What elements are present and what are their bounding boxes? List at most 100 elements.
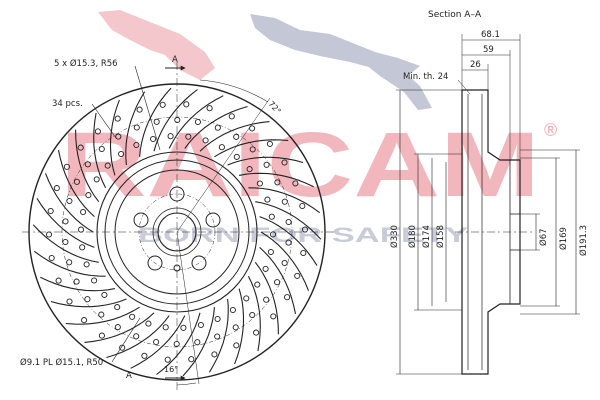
- dim-label-min-th: Min. th. 24: [403, 72, 448, 82]
- cooling-slot: [32, 224, 99, 263]
- drilled-hole: [180, 324, 187, 331]
- label-bolt-holes: 5 x Ø15.3, R56: [54, 58, 118, 69]
- bolt-hole: [147, 255, 163, 271]
- drilled-hole: [292, 180, 299, 187]
- drilled-hole: [228, 113, 235, 120]
- drilled-hole: [47, 207, 54, 215]
- section-arrow-top: [180, 65, 186, 71]
- drilled-hole: [194, 118, 201, 126]
- drilled-hole: [162, 324, 169, 331]
- drilled-hole: [299, 202, 306, 210]
- drilled-hole: [246, 166, 253, 173]
- cooling-slot: [259, 246, 297, 315]
- drilled-hole: [98, 145, 105, 153]
- drilled-hole: [159, 101, 166, 108]
- drilled-hole: [214, 333, 221, 340]
- drilled-hole: [249, 146, 256, 153]
- drilled-hole: [206, 105, 213, 112]
- cooling-slot: [130, 315, 186, 369]
- drilled-hole: [285, 239, 292, 246]
- drilled-hole: [185, 133, 192, 140]
- cooling-slot: [50, 298, 127, 308]
- drilled-hole: [233, 133, 240, 140]
- drilled-hole: [281, 159, 288, 166]
- drilled-hole: [218, 144, 225, 151]
- cooling-slot: [75, 129, 100, 203]
- drilled-hole: [256, 180, 263, 187]
- watermark-animal-gray: [250, 14, 420, 74]
- drilled-hole: [232, 324, 239, 331]
- drilled-hole: [73, 178, 80, 185]
- drilled-hole: [101, 291, 108, 298]
- angle-72-arc: [199, 79, 269, 103]
- drilled-hole: [173, 340, 180, 348]
- drilled-hole: [266, 140, 273, 147]
- leader-hole-spec: [111, 317, 141, 363]
- angle-16-ray: [176, 231, 200, 385]
- drilled-hole: [62, 218, 69, 225]
- drilled-hole: [294, 272, 301, 279]
- drilled-hole: [80, 208, 87, 216]
- cooling-slots: [32, 87, 322, 377]
- dim-label-59: 59: [483, 45, 494, 55]
- drilled-hole: [133, 333, 140, 340]
- bolt-hole: [191, 255, 207, 271]
- drilled-hole: [229, 306, 236, 314]
- section-view: [396, 34, 580, 375]
- drilled-hole: [53, 185, 60, 192]
- dim-label-180: Ø180: [407, 225, 418, 248]
- label-hole-spec: Ø9.1 PL Ø15.1, R50: [20, 357, 103, 368]
- drilled-hole: [264, 196, 271, 203]
- watermark-animal-gray-leg: [360, 60, 432, 110]
- drilled-hole: [267, 248, 274, 256]
- cooling-slot: [36, 198, 95, 248]
- drilled-hole: [270, 313, 277, 320]
- cooling-slot: [247, 275, 261, 352]
- cooling-slot: [254, 261, 279, 335]
- drilled-hole: [114, 324, 121, 331]
- drilled-hole: [167, 133, 174, 140]
- front-view: [22, 62, 334, 392]
- drilled-hole: [164, 356, 171, 363]
- drilled-hole: [45, 231, 53, 238]
- drilled-hole: [285, 218, 292, 226]
- drilled-hole: [183, 101, 190, 108]
- drilled-hole: [129, 313, 136, 320]
- drilled-hole: [77, 144, 84, 151]
- drilled-hole: [174, 116, 181, 124]
- drilled-holes: [45, 101, 309, 363]
- label-angle-bottom: 16°: [164, 365, 178, 374]
- cooling-slot: [153, 89, 198, 152]
- leader-bolt-holes: [134, 65, 161, 151]
- drilled-hole: [79, 244, 86, 251]
- cooling-slot: [208, 298, 229, 373]
- label-pcs: 34 pcs.: [52, 99, 83, 109]
- cooling-slot: [109, 99, 120, 176]
- cooling-slot: [40, 276, 115, 292]
- drilled-hole: [98, 332, 105, 339]
- section-arrow-bottom: [180, 375, 186, 381]
- drilled-hole: [263, 296, 270, 303]
- drilled-hole: [85, 192, 92, 199]
- drilled-hole: [114, 115, 121, 122]
- leader-min-th: [457, 79, 471, 95]
- drilled-hole: [254, 281, 261, 288]
- drilled-hole: [263, 161, 270, 168]
- drilled-hole: [141, 352, 148, 359]
- drilled-hole: [281, 259, 288, 267]
- drilled-hole: [188, 356, 195, 363]
- drilled-hole: [262, 265, 269, 272]
- cooling-slot: [260, 231, 310, 291]
- drilled-hole: [281, 198, 288, 205]
- drilled-hole: [114, 304, 121, 311]
- watermark-animal-red: [98, 10, 215, 80]
- drilled-hole: [268, 213, 275, 220]
- cooling-slot: [65, 306, 140, 325]
- cooling-slot: [93, 112, 107, 189]
- drilled-hole: [63, 163, 70, 170]
- drilled-hole: [233, 153, 240, 160]
- drilled-hole: [55, 277, 62, 284]
- drilled-hole: [62, 238, 69, 246]
